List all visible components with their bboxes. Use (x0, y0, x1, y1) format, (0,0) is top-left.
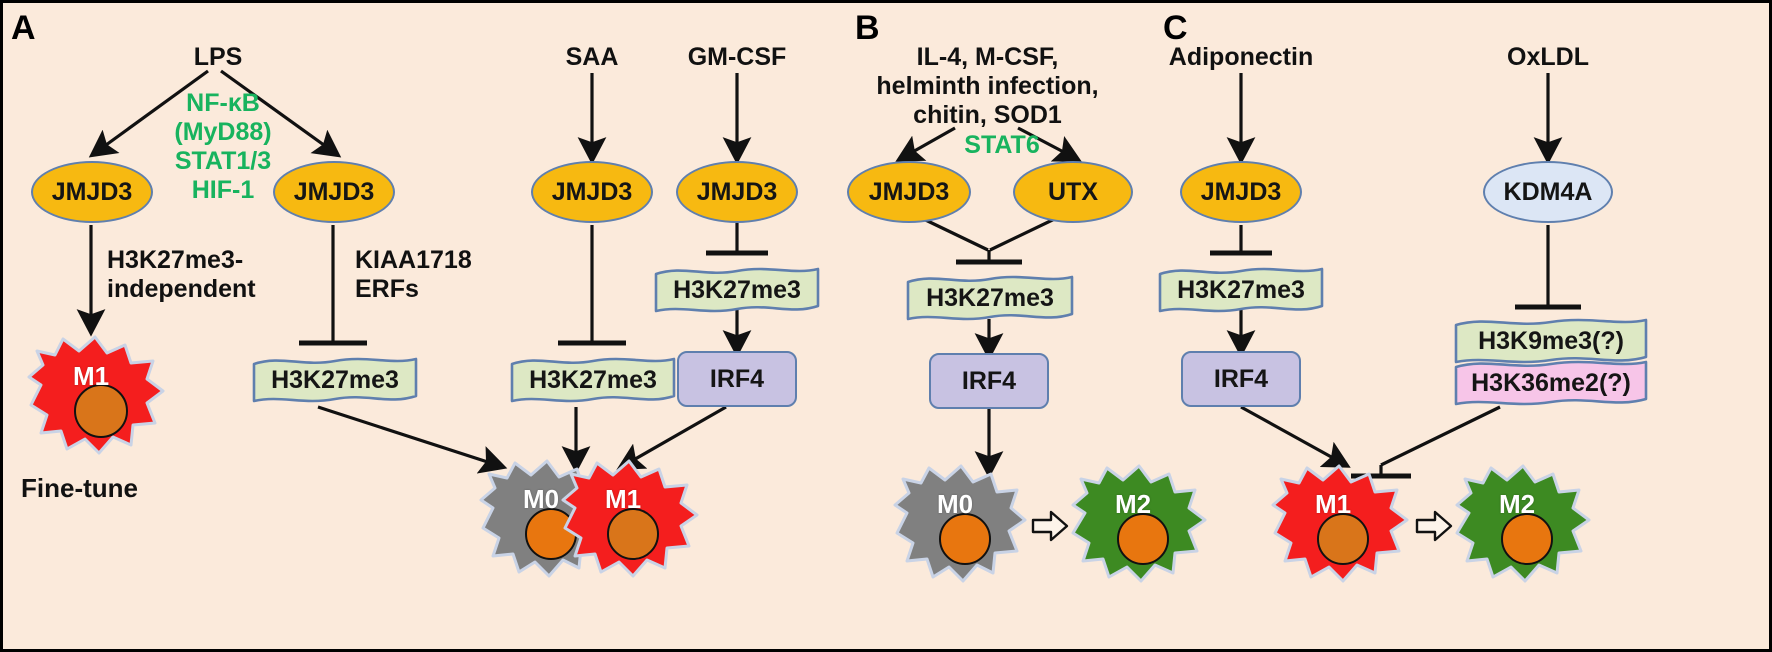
stimulus-il4-group: IL-4, M-CSF, helminth infection, chitin,… (876, 43, 1099, 129)
cell-m0-b: M0 (889, 463, 1031, 591)
enzyme-jmjd3-a1[interactable]: JMJD3 (31, 161, 153, 223)
cell-label-m1-c: M1 (1315, 489, 1352, 519)
stimulus-saa: SAA (565, 43, 619, 71)
cell-label-m0-b: M0 (937, 489, 974, 519)
cell-m1-a: M1 (555, 458, 703, 586)
mark-h3k27me3-b1: H3K27me3 (905, 269, 1075, 327)
cell-label-m2-b: M2 (1115, 489, 1152, 519)
cell-m1-finetune: M1 (21, 333, 171, 465)
enzyme-jmjd3-b[interactable]: JMJD3 (847, 161, 971, 223)
stimulus-adiponectin: Adiponectin (1168, 43, 1314, 71)
factor-irf4-c[interactable]: IRF4 (1181, 351, 1301, 407)
cell-m1-c: M1 (1265, 463, 1413, 591)
cell-label-m0-a: M0 (523, 484, 560, 514)
stimulus-gmcsf: GM-CSF (687, 43, 787, 71)
transition-arrow-c (1415, 510, 1453, 542)
enzyme-jmjd3-a4[interactable]: JMJD3 (676, 161, 798, 223)
mark-h3k27me3-a3: H3K27me3 (653, 261, 821, 319)
enzyme-kdm4a-c[interactable]: KDM4A (1483, 161, 1613, 223)
mark-h3k27me3-a2: H3K27me3 (509, 351, 677, 409)
cell-m2-b: M2 (1065, 463, 1211, 591)
annotation-kiaa1718-erfs: KIAA1718 ERFs (355, 246, 472, 303)
enzyme-jmjd3-c[interactable]: JMJD3 (1180, 161, 1302, 223)
cell-label-m1-finetune: M1 (73, 361, 110, 391)
enzyme-utx-b[interactable]: UTX (1013, 161, 1133, 223)
mark-h3k27me3-a1: H3K27me3 (251, 351, 419, 409)
cell-label-m1-a: M1 (605, 484, 642, 514)
mark-h3k27me3-c1: H3K27me3 (1157, 261, 1325, 319)
factor-irf4-a[interactable]: IRF4 (677, 351, 797, 407)
mediator-stat6-label: STAT6 (964, 131, 1040, 159)
factor-irf4-b[interactable]: IRF4 (929, 353, 1049, 409)
enzyme-jmjd3-a2[interactable]: JMJD3 (273, 161, 395, 223)
panel-letter-a: A (11, 9, 36, 47)
annotation-h3k27me3-independent: H3K27me3- independent (107, 246, 256, 303)
mark-h3k36me2-c3: H3K36me2(?) (1453, 355, 1649, 411)
cell-m2-c: M2 (1449, 463, 1595, 591)
transition-arrow-b (1031, 510, 1069, 542)
panel-letter-c: C (1163, 9, 1188, 47)
cell-label-m2-c: M2 (1499, 489, 1536, 519)
enzyme-jmjd3-a3[interactable]: JMJD3 (531, 161, 653, 223)
stimulus-oxldl: OxLDL (1507, 43, 1589, 71)
stimulus-lps: LPS (193, 43, 243, 71)
panel-letter-b: B (855, 9, 880, 47)
mediators-nfkb-label: NF-κB (MyD88) STAT1/3 HIF-1 (174, 89, 272, 204)
fine-tune-label: Fine-tune (21, 473, 138, 503)
